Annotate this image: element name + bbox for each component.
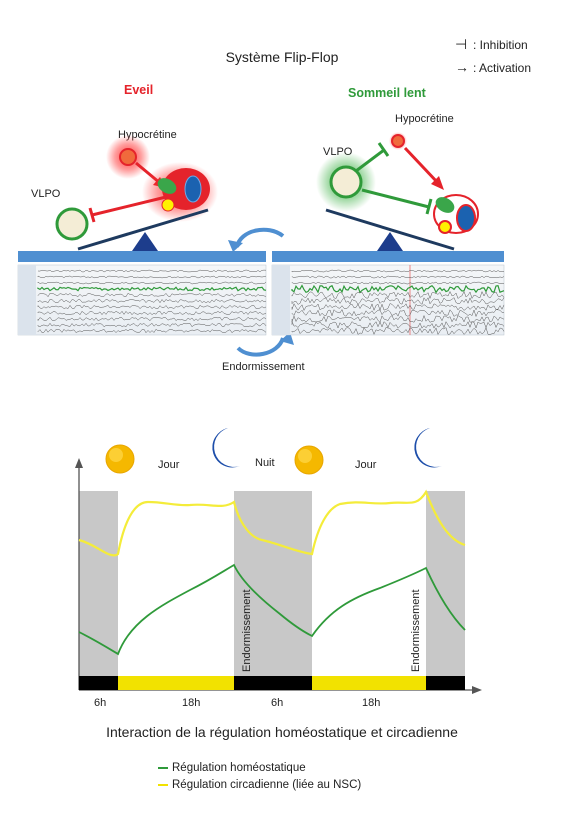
green-cell-right bbox=[435, 197, 455, 213]
eeg-line bbox=[291, 275, 505, 279]
yellow-cell-right bbox=[438, 220, 452, 234]
endormissement-label-1: Endormissement bbox=[241, 589, 253, 672]
legend-activation-label: : Activation bbox=[473, 61, 532, 75]
y-axis-arrowhead bbox=[75, 458, 83, 468]
arrowhead-right bbox=[431, 176, 444, 190]
eeg-line bbox=[37, 322, 267, 328]
legend-circadian: Régulation circadienne (liée au NSC) bbox=[158, 779, 361, 791]
timebar-night-1 bbox=[79, 676, 118, 690]
eeg-line bbox=[37, 304, 267, 310]
moon-icon bbox=[212, 428, 240, 468]
inhibition-bar-right-top bbox=[377, 142, 390, 157]
tick-18h-2: 18h bbox=[362, 697, 381, 709]
eeg-line bbox=[37, 298, 267, 304]
transition-label: Endormissement bbox=[222, 361, 305, 373]
eeg-line bbox=[291, 284, 505, 294]
legend-activation: → : Activation bbox=[455, 59, 531, 75]
label-jour-1: Jour bbox=[158, 459, 180, 471]
seesaw-pivot-right bbox=[377, 232, 403, 251]
inhibition-bar-left bbox=[88, 207, 96, 223]
timebar-day-2 bbox=[312, 676, 426, 690]
eeg-line bbox=[291, 321, 505, 329]
vlpo-neuron-right bbox=[329, 165, 363, 199]
eeg-line bbox=[291, 281, 505, 285]
circadian-curve bbox=[78, 489, 466, 557]
eeg-trace-left bbox=[17, 264, 267, 336]
tick-6h-2: 6h bbox=[271, 697, 284, 709]
hypocretine-neuron-left bbox=[119, 148, 137, 166]
legend-inhibition: ⊣ : Inhibition bbox=[455, 36, 528, 53]
moon-icon bbox=[414, 428, 442, 468]
timebar-night-3 bbox=[426, 676, 465, 690]
homeostatic-curve bbox=[78, 563, 466, 656]
night-band-2 bbox=[234, 491, 312, 681]
tick-6h-1: 6h bbox=[94, 697, 107, 709]
label-jour-2: Jour bbox=[355, 459, 377, 471]
label-nuit: Nuit bbox=[255, 457, 275, 469]
hypocretine-neuron-right bbox=[391, 134, 405, 148]
eeg-line bbox=[291, 308, 504, 318]
seesaw-beam-right bbox=[325, 208, 455, 251]
inhibition-icon: ⊣ bbox=[455, 36, 468, 52]
eeg-line bbox=[37, 310, 267, 316]
eeg-line bbox=[37, 316, 267, 322]
legend-homeostatic-label: Régulation homéostatique bbox=[172, 762, 306, 774]
night-band-3 bbox=[426, 491, 465, 681]
eeg-line bbox=[37, 281, 267, 285]
cycle-arrow-bottom bbox=[236, 337, 285, 357]
label-vlpo-left: VLPO bbox=[31, 188, 61, 200]
sommeil-panel bbox=[272, 132, 504, 262]
tick-18h-1: 18h bbox=[182, 697, 201, 709]
interaction-diagram: Endormissement Endormissement bbox=[75, 428, 482, 694]
state-sommeil-title: Sommeil lent bbox=[348, 86, 426, 100]
interaction-title: Interaction de la régulation homéostatiq… bbox=[106, 724, 458, 740]
eeg-line bbox=[37, 275, 267, 279]
eeg-line bbox=[37, 286, 267, 292]
x-axis-arrowhead bbox=[472, 686, 482, 694]
legend-yellow-swatch bbox=[158, 783, 168, 786]
eeg-trace-right bbox=[271, 264, 505, 336]
eeg-line bbox=[37, 328, 267, 334]
vlpo-neuron-left bbox=[55, 207, 89, 241]
eeg-line bbox=[291, 297, 505, 305]
timebar-day-1 bbox=[118, 676, 234, 690]
activation-arrow-icon: → bbox=[455, 59, 469, 75]
platform-right bbox=[272, 251, 504, 262]
eeg-line bbox=[291, 269, 505, 273]
cycle-arrowhead-top bbox=[228, 240, 243, 252]
blue-cell-left bbox=[184, 175, 202, 203]
legend-inhibition-label: : Inhibition bbox=[473, 38, 528, 52]
legend-circadian-label: Régulation circadienne (liée au NSC) bbox=[172, 779, 362, 791]
eeg-line bbox=[37, 269, 267, 273]
state-eveil-title: Eveil bbox=[124, 83, 154, 97]
inhibition-line-right-top bbox=[355, 148, 385, 173]
figure-title: Système Flip-Flop bbox=[225, 49, 339, 65]
eeg-line bbox=[37, 292, 267, 298]
inhibition-line-right bbox=[361, 188, 430, 209]
eeg-line bbox=[291, 326, 505, 335]
seesaw-pivot-left bbox=[132, 232, 158, 251]
platform-left bbox=[18, 251, 266, 262]
eveil-panel bbox=[18, 135, 266, 262]
yellow-cell-left bbox=[161, 198, 175, 212]
sun-icon bbox=[105, 444, 135, 474]
timebar-night-2 bbox=[234, 676, 312, 690]
eeg-line bbox=[291, 314, 505, 323]
inhibition-line-left bbox=[91, 195, 167, 217]
endormissement-label-2: Endormissement bbox=[410, 589, 422, 672]
cycle-arrow-top bbox=[235, 227, 285, 248]
inhibition-bar-right bbox=[425, 198, 433, 215]
eeg-line bbox=[291, 303, 505, 312]
activation-arrow-right bbox=[403, 146, 440, 185]
legend-green-swatch bbox=[158, 766, 168, 769]
seesaw-beam-left bbox=[77, 208, 209, 251]
blue-cell-right bbox=[456, 204, 476, 232]
legend-homeostatic: Régulation homéostatique bbox=[158, 762, 306, 774]
label-hypocretine-right: Hypocrétine bbox=[395, 113, 454, 125]
night-band-1 bbox=[79, 491, 118, 681]
green-cell-left bbox=[157, 178, 177, 194]
flip-flop-diagram bbox=[17, 132, 505, 357]
sun-icon bbox=[294, 445, 324, 475]
